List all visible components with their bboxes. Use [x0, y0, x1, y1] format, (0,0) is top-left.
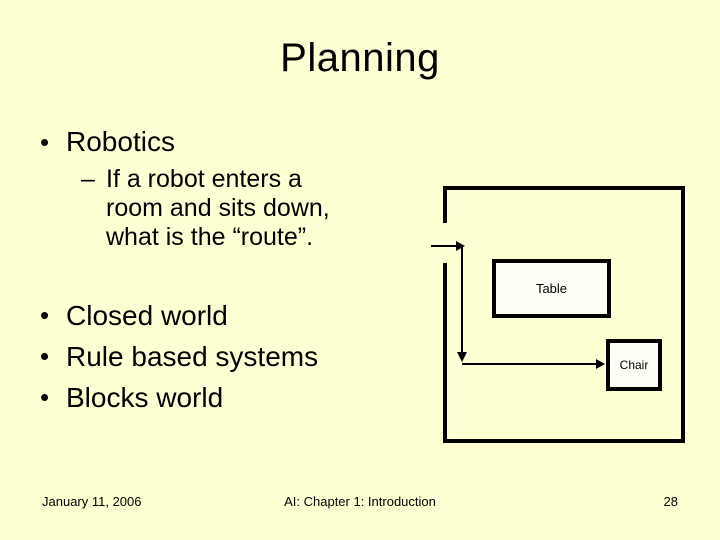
bullet-robotics-label: Robotics: [66, 126, 175, 157]
bullet-dot-icon: •: [40, 300, 50, 330]
chair-box-label: Chair: [619, 358, 649, 372]
bullet-closed-world: • Closed world: [0, 295, 440, 336]
door-gap: [442, 223, 450, 263]
bullet-dot-icon: •: [40, 341, 50, 371]
footer-slide-title: AI: Chapter 1: Introduction: [284, 494, 436, 509]
dash-marker-icon: –: [81, 165, 95, 193]
bullet-closed-world-label: Closed world: [66, 300, 228, 331]
bullet-dot-icon: •: [40, 382, 50, 412]
bullet-dot-icon: •: [40, 127, 50, 157]
table-box-label: Table: [535, 281, 568, 296]
page-title: Planning: [280, 36, 440, 80]
bullet-rule-based-systems-label: Rule based systems: [66, 341, 319, 372]
bullet-blocks-world: • Blocks world: [0, 377, 440, 418]
chair-box: Chair: [606, 339, 662, 391]
table-box: Table: [492, 259, 611, 318]
footer-date: January 11, 2006: [42, 494, 142, 509]
sub-bullet-text: If a robot enters a room and sits down, …: [106, 165, 330, 252]
sub-bullet-line-3: what is the “route”.: [106, 223, 314, 251]
bullet-robotics: • Robotics: [0, 126, 440, 158]
sub-bullet-line-1: If a robot enters a: [106, 165, 302, 193]
bullet-rule-based-systems: • Rule based systems: [0, 336, 440, 377]
bullet-list: • Closed world • Rule based systems • Bl…: [0, 295, 440, 418]
footer-page-number: 28: [663, 494, 678, 509]
sub-bullet-route: – If a robot enters a room and sits down…: [0, 165, 440, 252]
bullet-blocks-world-label: Blocks world: [66, 382, 224, 413]
room-outline: [443, 186, 685, 443]
sub-bullet-line-2: room and sits down,: [106, 194, 330, 222]
